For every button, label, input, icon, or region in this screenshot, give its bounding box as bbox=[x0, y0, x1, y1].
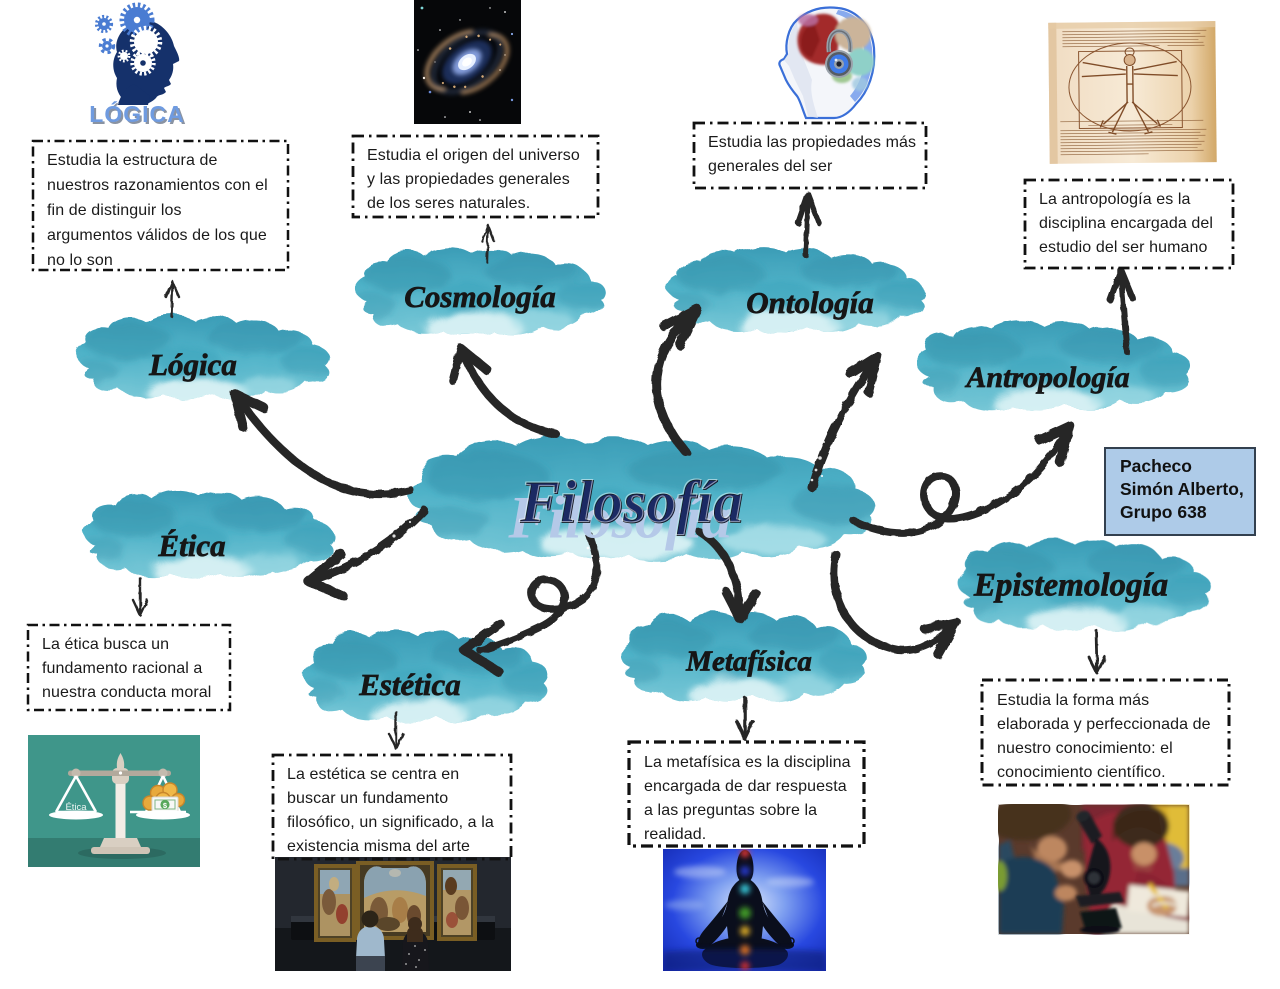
svg-text:$: $ bbox=[163, 801, 168, 810]
svg-text:LÓGICA: LÓGICA bbox=[89, 100, 184, 127]
svg-text:Ética: Ética bbox=[65, 802, 87, 813]
